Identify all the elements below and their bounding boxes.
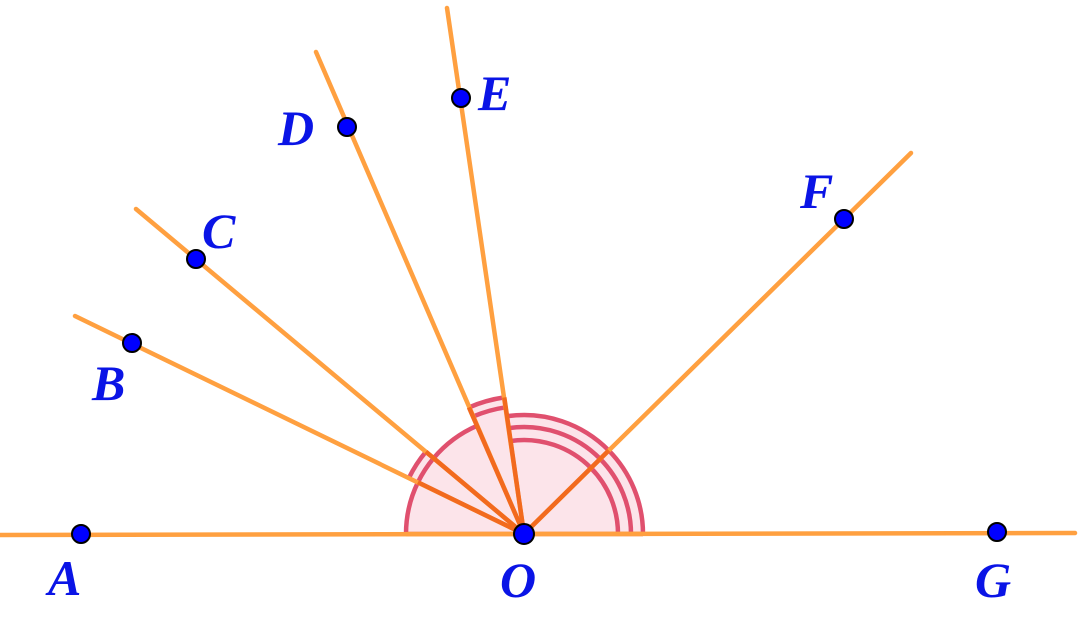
line-AG xyxy=(0,530,1078,538)
label-B: B xyxy=(91,355,125,411)
point-A[interactable] xyxy=(71,524,91,544)
angle-arc-EOF-1 xyxy=(510,437,593,470)
label-G: G xyxy=(975,552,1011,608)
point-E[interactable] xyxy=(451,88,471,108)
label-A: A xyxy=(45,550,81,606)
label-C: C xyxy=(202,203,236,259)
angle-fill-BOC xyxy=(408,451,524,534)
angle-arc-COD xyxy=(431,423,478,460)
point-O[interactable] xyxy=(513,523,535,545)
point-G[interactable] xyxy=(987,522,1007,542)
point-B[interactable] xyxy=(122,333,142,353)
angle-arc-FOG-3 xyxy=(607,448,646,535)
ray-segment-OE xyxy=(502,397,527,535)
angle-arc-AOB xyxy=(403,481,420,535)
ray-segment-OD xyxy=(466,406,527,535)
point-D[interactable] xyxy=(337,117,357,137)
ray-segment-OC xyxy=(424,449,526,536)
ray-segment-OF xyxy=(522,448,611,536)
point-F[interactable] xyxy=(834,209,854,229)
ray-segment-OB xyxy=(416,480,525,537)
angle-arc-FOG-2 xyxy=(598,457,634,535)
angle-arc-EOF-2 xyxy=(508,424,602,461)
ray-overlaps xyxy=(416,397,611,537)
label-O: O xyxy=(500,552,536,608)
angle-arc-FOG-1 xyxy=(589,466,621,535)
points xyxy=(71,88,1007,545)
angle-arc-EOF-3 xyxy=(506,412,611,453)
point-C[interactable] xyxy=(186,249,206,269)
label-D: D xyxy=(277,100,314,156)
label-E: E xyxy=(477,65,511,121)
label-F: F xyxy=(799,163,833,219)
